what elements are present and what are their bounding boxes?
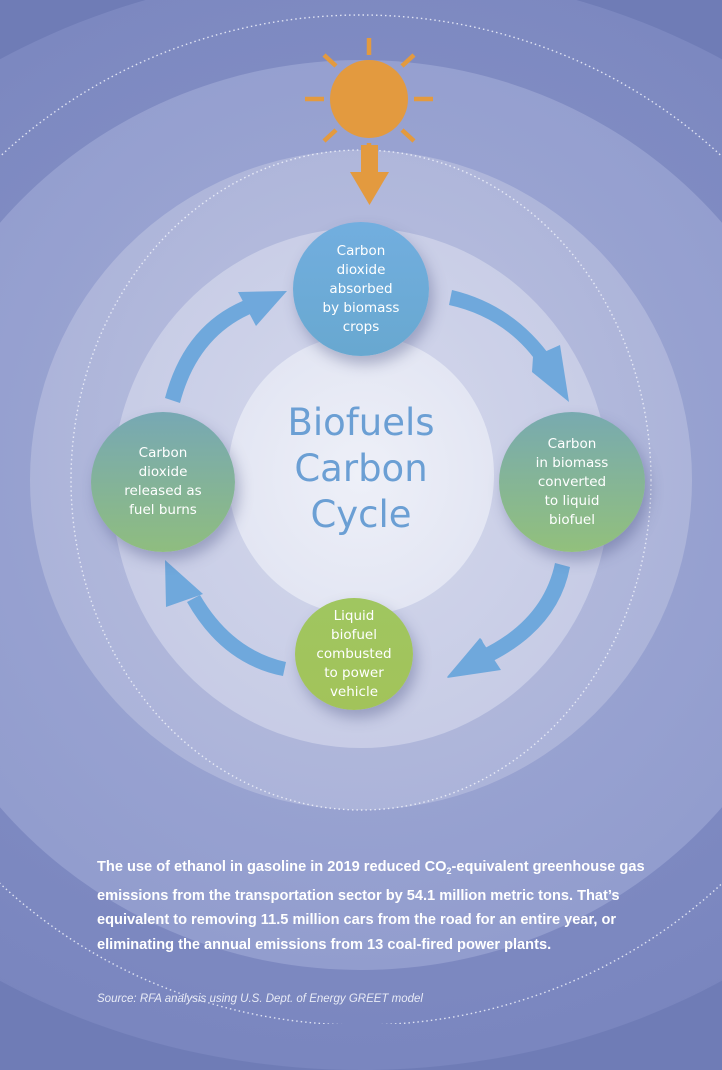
node-label: Carbon dioxide absorbed by biomass crops [322, 242, 400, 335]
ring-center [228, 335, 494, 615]
arrow-converted-to-combusted-icon [447, 563, 570, 678]
dotted-ring-inner [70, 149, 652, 811]
stats-subscript: 2 [446, 866, 452, 876]
diagram-title: Biofuels Carbon Cycle [287, 401, 435, 536]
diagram-graphics [0, 14, 722, 1024]
stats-text-suffix: -equivalent greenhouse gas emissions fro… [97, 859, 645, 953]
arrow-combusted-to-released-icon [165, 560, 286, 676]
node-co2-released: Carbon dioxide released as fuel burns [91, 412, 235, 552]
arrow-released-to-absorbed-icon [165, 291, 287, 403]
stats-text-prefix: The use of ethanol in gasoline in 2019 r… [97, 859, 447, 875]
stats-paragraph: The use of ethanol in gasoline in 2019 r… [97, 855, 657, 957]
node-biofuel-combusted: Liquid biofuel combusted to power vehicl… [295, 598, 413, 710]
node-label: Liquid biofuel combusted to power vehicl… [316, 607, 392, 700]
sun-icon [305, 38, 433, 150]
node-label: Carbon in biomass converted to liquid bi… [535, 435, 609, 528]
node-label: Carbon dioxide released as fuel burns [124, 445, 202, 518]
node-co2-absorbed: Carbon dioxide absorbed by biomass crops [293, 222, 429, 356]
cycle-arrows [165, 290, 570, 678]
node-carbon-converted: Carbon in biomass converted to liquid bi… [499, 412, 645, 552]
source-note: Source: RFA analysis using U.S. Dept. of… [97, 993, 423, 1005]
arrow-absorbed-to-converted-icon [449, 290, 569, 402]
sun-down-arrow-icon [350, 145, 389, 205]
